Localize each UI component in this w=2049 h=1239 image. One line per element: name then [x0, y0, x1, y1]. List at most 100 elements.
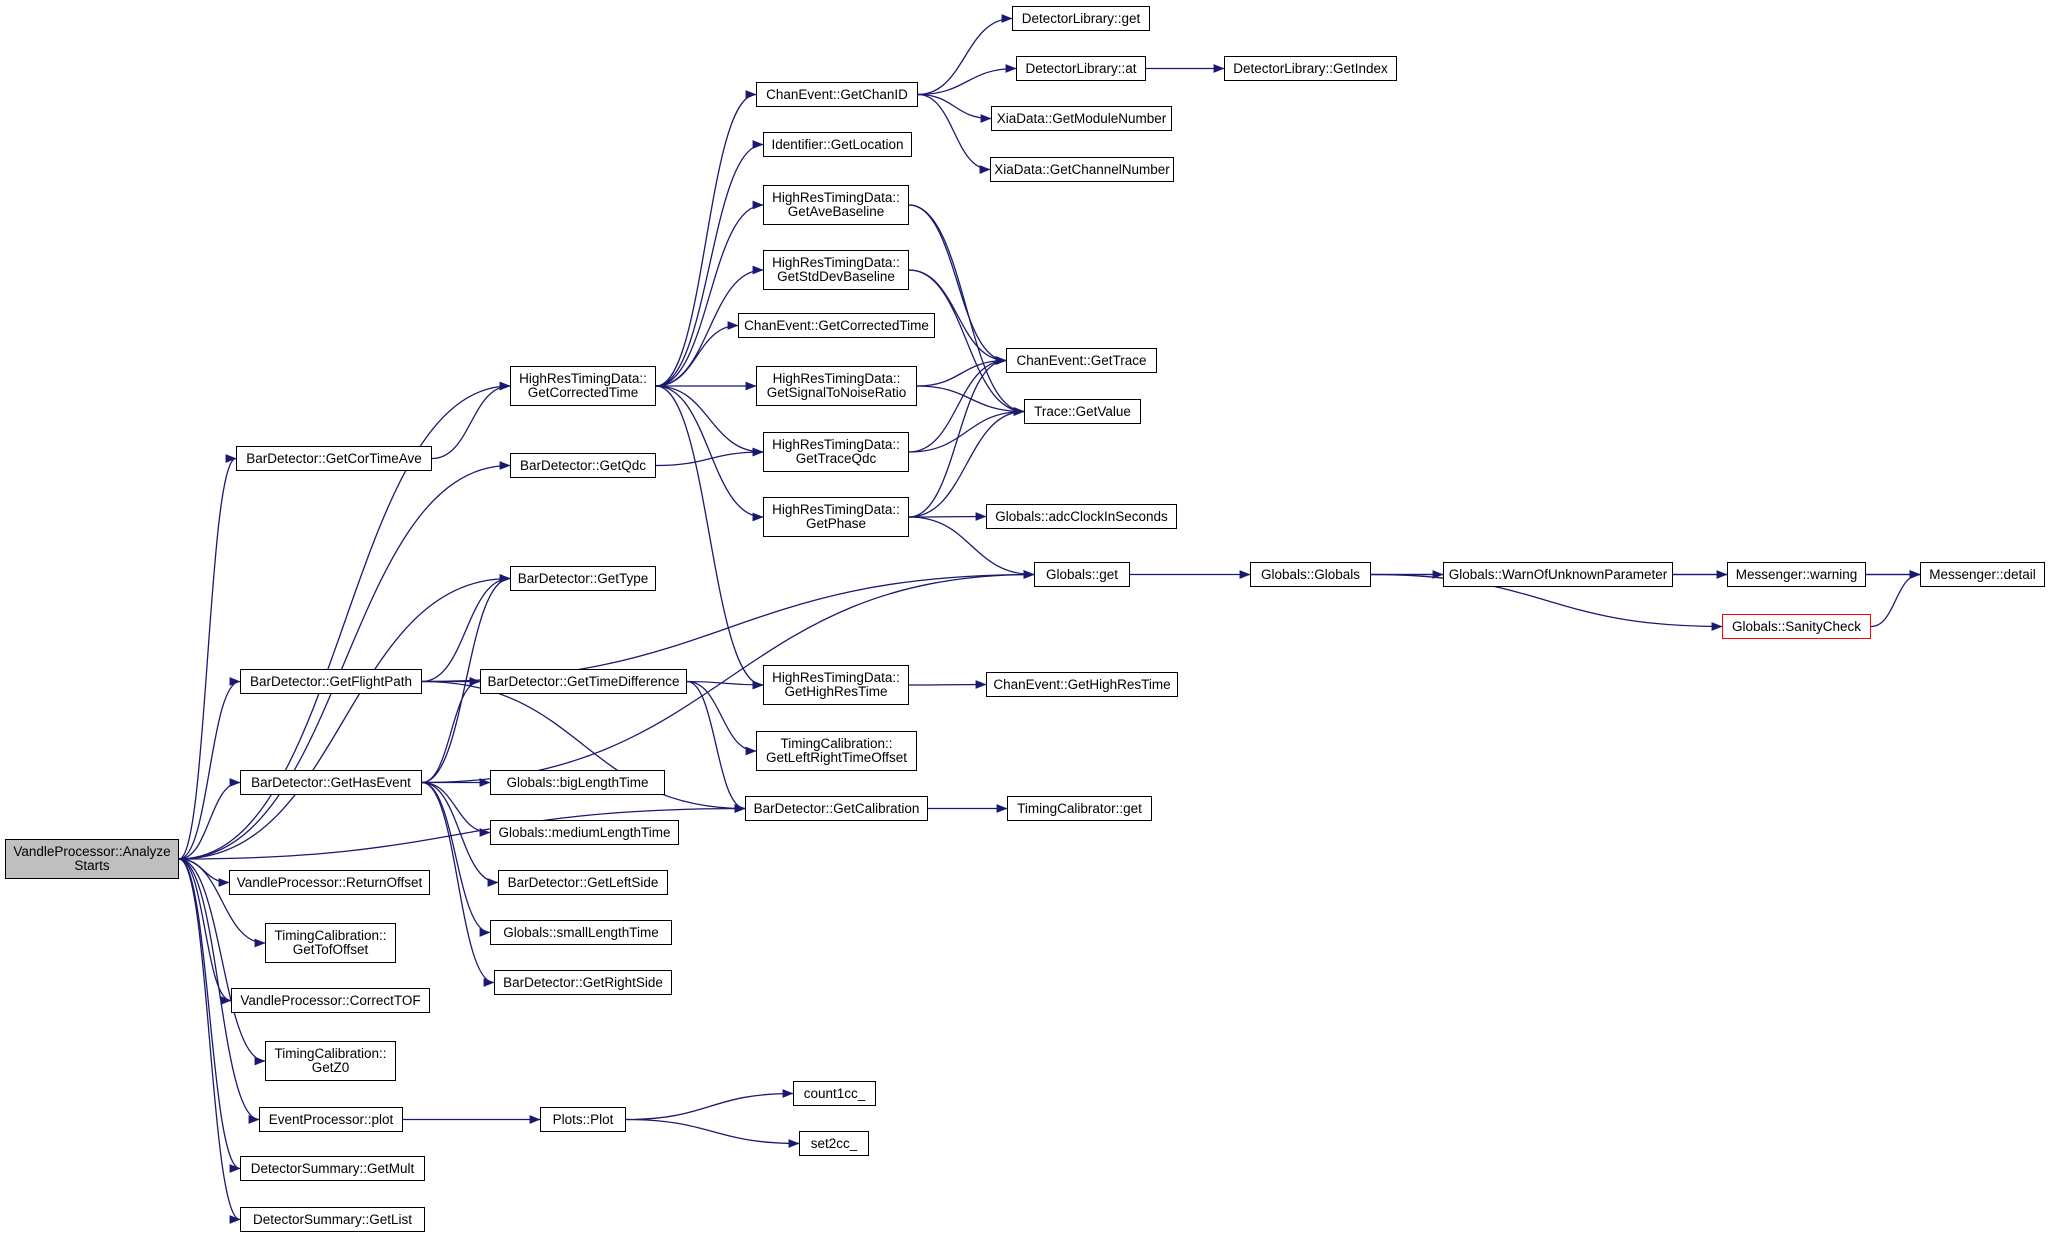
node-detectorsummary-getmult[interactable]: DetectorSummary::GetMult — [240, 1156, 425, 1181]
node-line-1: Globals::WarnOfUnknownParameter — [1448, 566, 1668, 582]
node-chanevent-getchanid[interactable]: ChanEvent::GetChanID — [756, 82, 918, 107]
edge-hrt_getcorrectedtime-to-hrt_gettraceqdc — [655, 385, 764, 457]
edge-hrt_getsignaltonoiseratio-to-ce_gettrace — [916, 356, 1007, 387]
node-count1cc[interactable]: count1cc_ — [793, 1081, 876, 1106]
edge-bd_gethasevent-to-bd_gettype — [421, 574, 511, 784]
edge-ce_getchanid-to-xd_getchannelnumber — [917, 93, 991, 174]
node-xiadata-getmodulenumber[interactable]: XiaData::GetModuleNumber — [991, 106, 1172, 131]
node-line-1: DetectorLibrary::get — [1021, 10, 1141, 26]
edge-hrt_getcorrectedtime-to-ce_getchanid — [655, 90, 757, 387]
edge-root-to-bd_getflightpath — [178, 677, 241, 860]
node-line-2: GetLeftRightTimeOffset — [765, 750, 908, 765]
node-line-1: HighResTimingData:: — [519, 371, 647, 386]
node-highrestimingdata-getavebaseline[interactable]: HighResTimingData:: GetAveBaseline — [763, 185, 909, 225]
node-line-1: Messenger::detail — [1929, 566, 2036, 582]
node-trace-getvalue[interactable]: Trace::GetValue — [1024, 399, 1141, 424]
node-globals-globals[interactable]: Globals::Globals — [1250, 562, 1371, 587]
node-set2cc[interactable]: set2cc_ — [799, 1131, 869, 1156]
node-messenger-warning[interactable]: Messenger::warning — [1727, 562, 1866, 587]
edge-hrt_getcorrectedtime-to-hrt_getphase — [655, 385, 764, 522]
node-detectorlibrary-getindex[interactable]: DetectorLibrary::GetIndex — [1224, 56, 1397, 81]
edge-bd_gethasevent-to-bd_getrightside — [421, 781, 495, 987]
node-highrestimingdata-getcorrectedtime[interactable]: HighResTimingData:: GetCorrectedTime — [510, 366, 656, 406]
edge-root-to-ep_plot — [178, 858, 260, 1124]
node-chanevent-gettrace[interactable]: ChanEvent::GetTrace — [1006, 348, 1157, 373]
edge-g_globals-to-g_sanitycheck — [1370, 573, 1723, 631]
node-globals-get[interactable]: Globals::get — [1034, 562, 1130, 587]
node-line-1: ChanEvent::GetTrace — [1016, 352, 1147, 368]
node-line-1: Identifier::GetLocation — [771, 136, 904, 152]
node-line-1: DetectorLibrary::GetIndex — [1233, 60, 1388, 76]
node-highrestimingdata-getsignaltonoiseratio[interactable]: HighResTimingData:: GetSignalToNoiseRati… — [756, 366, 917, 406]
node-line-1: HighResTimingData:: — [772, 437, 900, 452]
node-bardetector-getleftside[interactable]: BarDetector::GetLeftSide — [498, 870, 668, 895]
edge-hrt_getcorrectedtime-to-hrt_getavebaseline — [655, 200, 764, 387]
node-identifier-getlocation[interactable]: Identifier::GetLocation — [763, 132, 912, 157]
node-timingcalibration-getleftrighttimeoffset[interactable]: TimingCalibration:: GetLeftRightTimeOffs… — [756, 731, 917, 771]
node-highrestimingdata-gettraceqdc[interactable]: HighResTimingData:: GetTraceQdc — [763, 432, 909, 472]
node-plots-plot[interactable]: Plots::Plot — [540, 1107, 626, 1132]
node-line-1: DetectorSummary::GetList — [252, 1211, 413, 1227]
node-line-1: HighResTimingData:: — [772, 190, 900, 205]
node-eventprocessor-plot[interactable]: EventProcessor::plot — [259, 1107, 403, 1132]
node-timingcalibrator-get[interactable]: TimingCalibrator::get — [1007, 796, 1152, 821]
node-bardetector-getrightside[interactable]: BarDetector::GetRightSide — [494, 970, 672, 995]
node-bardetector-gethasevent[interactable]: BarDetector::GetHasEvent — [240, 770, 422, 795]
node-line-1: EventProcessor::plot — [268, 1111, 394, 1127]
edge-bd_gethasevent-to-g_smalllengthtime — [421, 781, 491, 937]
node-globals-adcclockinseconds[interactable]: Globals::adcClockInSeconds — [986, 504, 1177, 529]
node-bardetector-gettimedifference[interactable]: BarDetector::GetTimeDifference — [480, 669, 687, 694]
edge-plots_plot-to-set2cc — [625, 1118, 800, 1148]
node-timingcalibration-getz0[interactable]: TimingCalibration:: GetZ0 — [265, 1041, 396, 1081]
node-line-1: TimingCalibrator::get — [1017, 800, 1142, 816]
node-detectorlibrary-at[interactable]: DetectorLibrary::at — [1016, 56, 1146, 81]
node-line-1: Globals::bigLengthTime — [506, 774, 649, 790]
node-line-1: XiaData::GetChannelNumber — [994, 161, 1170, 177]
node-line-1: ChanEvent::GetChanID — [766, 86, 908, 102]
node-bardetector-getcortimeave[interactable]: BarDetector::GetCorTimeAve — [236, 446, 432, 471]
node-bardetector-getqdc[interactable]: BarDetector::GetQdc — [510, 453, 656, 478]
node-xiadata-getchannelnumber[interactable]: XiaData::GetChannelNumber — [990, 157, 1174, 182]
node-line-1: BarDetector::GetType — [517, 570, 649, 586]
node-highrestimingdata-getstddevbaseline[interactable]: HighResTimingData:: GetStdDevBaseline — [763, 250, 909, 290]
edge-root-to-tc_gettofoffset — [178, 858, 266, 948]
node-highrestimingdata-getphase[interactable]: HighResTimingData:: GetPhase — [763, 497, 909, 537]
node-vandleprocessor-correcttof[interactable]: VandleProcessor::CorrectTOF — [231, 988, 430, 1013]
node-vandleprocessor-returnoffset[interactable]: VandleProcessor::ReturnOffset — [229, 870, 430, 895]
node-line-1: VandleProcessor::ReturnOffset — [236, 874, 423, 890]
node-globals-sanitycheck[interactable]: Globals::SanityCheck — [1722, 614, 1871, 639]
node-timingcalibration-gettofoffset[interactable]: TimingCalibration:: GetTofOffset — [265, 923, 396, 963]
node-line-2: GetStdDevBaseline — [777, 269, 895, 284]
node-globals-mediumlengthtime[interactable]: Globals::mediumLengthTime — [490, 820, 679, 845]
node-chanevent-getcorrectedtime[interactable]: ChanEvent::GetCorrectedTime — [738, 313, 935, 338]
edge-root-to-hrt_getcorrectedtime — [178, 381, 511, 860]
node-line-2: GetCorrectedTime — [527, 385, 639, 400]
node-line-1: TimingCalibration:: — [780, 736, 893, 751]
node-bardetector-getcalibration[interactable]: BarDetector::GetCalibration — [745, 796, 928, 821]
node-globals-biglengthtime[interactable]: Globals::bigLengthTime — [490, 770, 665, 795]
node-line-1: HighResTimingData:: — [772, 255, 900, 270]
node-globals-smalllengthtime[interactable]: Globals::smallLengthTime — [490, 920, 672, 945]
node-line-1: BarDetector::GetTimeDifference — [487, 673, 680, 689]
edge-bd_getflightpath-to-bd_gettype — [421, 574, 511, 683]
edge-bd_getcortimeave-to-hrt_getcorrectedtime — [431, 381, 511, 460]
node-line-1: set2cc_ — [810, 1135, 858, 1151]
edge-hrt_getphase-to-ce_gettrace — [908, 356, 1007, 518]
node-messenger-detail[interactable]: Messenger::detail — [1920, 562, 2045, 587]
node-line-1: BarDetector::GetQdc — [519, 457, 647, 473]
edge-hrt_getphase-to-trace_getvalue — [908, 407, 1025, 518]
node-detectorsummary-getlist[interactable]: DetectorSummary::GetList — [240, 1207, 425, 1232]
node-line-1: Globals::adcClockInSeconds — [995, 508, 1168, 524]
edge-g_sanitycheck-to-msg_detail — [1870, 570, 1921, 628]
node-bardetector-getflightpath[interactable]: BarDetector::GetFlightPath — [240, 669, 422, 694]
node-highrestimingdata-gethighrestime[interactable]: HighResTimingData:: GetHighResTime — [763, 665, 909, 705]
node-vandleprocessor-analyzestarts[interactable]: VandleProcessor::Analyze Starts — [5, 839, 179, 879]
node-detectorlibrary-get[interactable]: DetectorLibrary::get — [1012, 6, 1150, 31]
node-globals-warnofunknownparameter[interactable]: Globals::WarnOfUnknownParameter — [1443, 562, 1673, 587]
node-bardetector-gettype[interactable]: BarDetector::GetType — [510, 566, 656, 591]
node-line-2: Starts — [74, 858, 110, 873]
node-chanevent-gethighrestime[interactable]: ChanEvent::GetHighResTime — [986, 672, 1178, 697]
node-line-1: count1cc_ — [803, 1085, 866, 1101]
node-line-1: BarDetector::GetFlightPath — [249, 673, 413, 689]
